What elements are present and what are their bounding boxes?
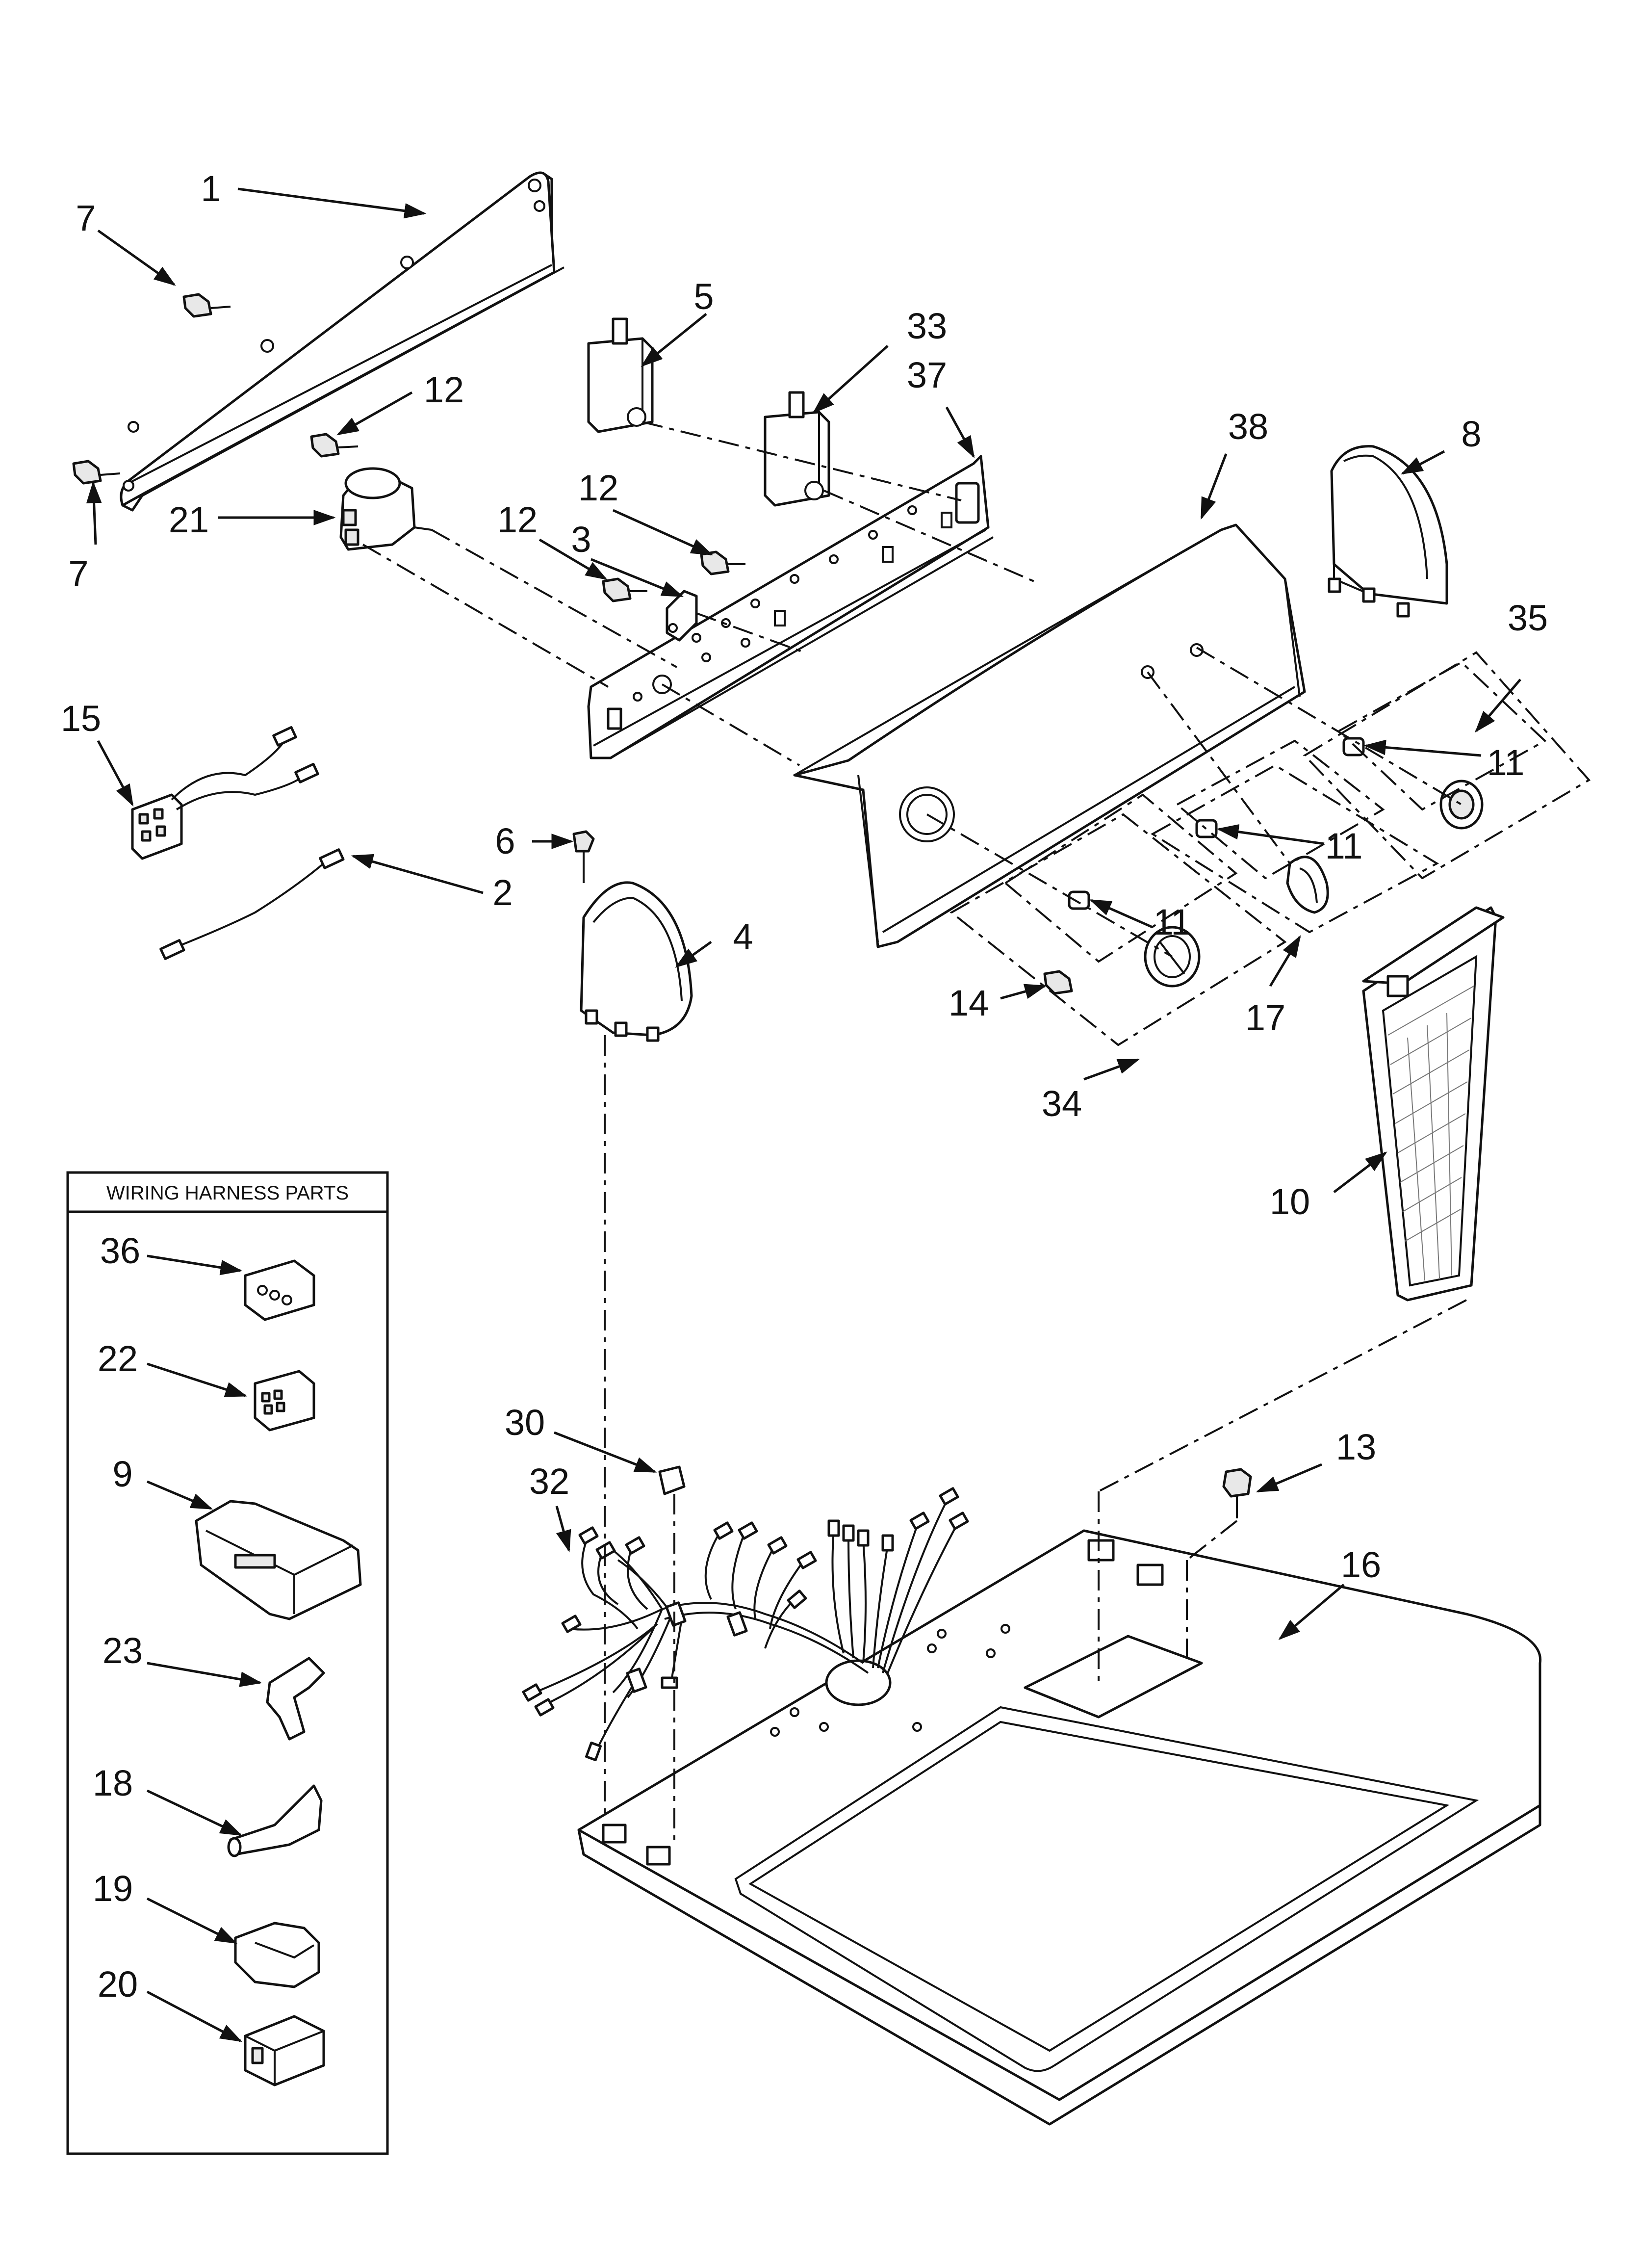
back-bracket-part-1 xyxy=(120,171,564,512)
control-panel-bracket xyxy=(587,455,994,759)
connector-part-15 xyxy=(131,726,319,860)
callout-16: 16 xyxy=(1341,1544,1381,1585)
end-cap-part-4 xyxy=(580,881,693,1042)
callout-11-right: 11 xyxy=(1487,742,1525,783)
screw-part-13 xyxy=(1222,1468,1252,1518)
callout-33: 33 xyxy=(907,306,947,346)
callout-30: 30 xyxy=(505,1402,545,1443)
connector-part-9 xyxy=(195,1500,362,1620)
callout-36: 36 xyxy=(100,1230,140,1271)
callout-32: 32 xyxy=(529,1461,569,1502)
callout-17: 17 xyxy=(1245,997,1285,1038)
callout-6: 6 xyxy=(495,821,515,861)
clip-part-23 xyxy=(266,1657,325,1741)
callout-35: 35 xyxy=(1508,598,1548,638)
callout-15: 15 xyxy=(61,698,101,739)
knob-insert-part-11-a xyxy=(1068,890,1090,910)
screw-part-12-timer xyxy=(310,433,359,458)
connector-part-36 xyxy=(244,1259,315,1321)
screw-part-6 xyxy=(572,830,595,883)
knob-part-35 xyxy=(1439,780,1484,830)
wiring-harness-parts-title: WIRING HARNESS PARTS xyxy=(106,1182,349,1204)
switch-part-33 xyxy=(764,391,830,507)
end-cap-part-8 xyxy=(1328,445,1448,618)
screw-part-7-lower xyxy=(72,460,121,485)
screw-part-7-upper xyxy=(182,293,231,318)
wiring-harness-part-32 xyxy=(522,1487,969,1762)
callout-11-left: 11 xyxy=(1154,902,1191,942)
callout-18: 18 xyxy=(93,1763,133,1803)
callout-20: 20 xyxy=(98,1964,138,2005)
knob-assembly-outlines xyxy=(949,651,1591,1046)
knob-insert-part-11-b xyxy=(1195,819,1218,838)
callout-38: 38 xyxy=(1228,406,1268,447)
terminal-part-18 xyxy=(227,1784,323,1857)
top-panel-part-16 xyxy=(577,1529,1542,2126)
callout-4: 4 xyxy=(733,916,753,957)
switch-part-5 xyxy=(587,317,654,433)
connector-part-19 xyxy=(234,1922,320,1988)
screw-part-14 xyxy=(1043,970,1073,995)
callout-34: 34 xyxy=(1042,1083,1082,1124)
callout-5: 5 xyxy=(693,276,714,317)
callout-10: 10 xyxy=(1270,1181,1310,1222)
screw-part-12-middle xyxy=(602,577,647,602)
callout-22: 22 xyxy=(98,1338,138,1379)
callout-9: 9 xyxy=(112,1454,132,1494)
timer-part-21 xyxy=(339,467,432,551)
callout-37: 37 xyxy=(907,355,947,395)
connector-part-20 xyxy=(244,2015,325,2086)
callout-3: 3 xyxy=(571,519,591,560)
leader-lines xyxy=(86,187,1521,2042)
wire-part-2 xyxy=(159,848,345,960)
callout-21: 21 xyxy=(169,499,209,540)
clip-part-30 xyxy=(658,1465,686,1495)
callout-7-top: 7 xyxy=(76,198,96,238)
callout-19: 19 xyxy=(93,1868,133,1909)
screw-part-12-right xyxy=(700,550,745,575)
clip-part-3 xyxy=(666,590,698,642)
callout-2: 2 xyxy=(492,872,513,913)
connector-part-22 xyxy=(254,1370,315,1432)
callout-12-timer: 12 xyxy=(424,369,464,410)
wiring-harness-parts-box: WIRING HARNESS PARTS xyxy=(66,1171,389,2155)
callout-11-middle: 11 xyxy=(1325,826,1363,866)
callout-12-lower: 12 xyxy=(497,499,538,540)
knob-part-17 xyxy=(1286,856,1329,914)
callout-1: 1 xyxy=(201,168,221,209)
callout-8: 8 xyxy=(1461,414,1481,454)
assembly-lines xyxy=(362,421,1467,1845)
callout-7-bottom: 7 xyxy=(68,553,88,594)
callout-23: 23 xyxy=(103,1630,143,1671)
callout-13: 13 xyxy=(1336,1427,1376,1467)
lint-screen-part-10 xyxy=(1362,906,1505,1302)
callout-labels: 1 7 12 7 21 5 33 37 38 8 12 12 3 15 2 6 … xyxy=(61,168,1548,2005)
callout-12-upper: 12 xyxy=(578,468,618,508)
callout-14: 14 xyxy=(949,983,989,1023)
